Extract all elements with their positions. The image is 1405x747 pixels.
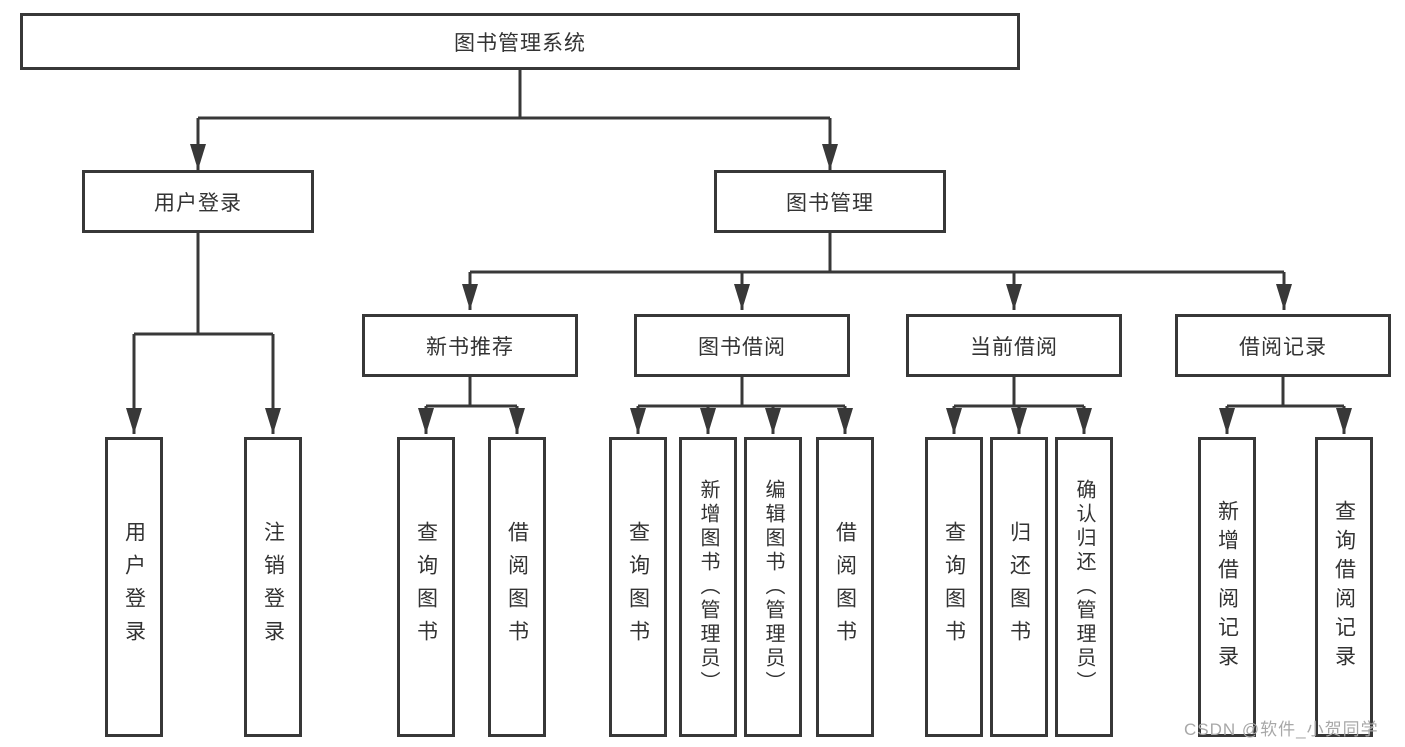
leaf-add-borrow-record: 新增借阅记录 [1198,437,1256,737]
connector-book-borrow-children [630,377,853,434]
leaf-return-book: 归还图书 [990,437,1048,737]
node-root: 图书管理系统 [20,13,1020,70]
leaf-query-book-borrow: 查询图书 [609,437,667,737]
leaf-query-book-recommend: 查询图书 [397,437,455,737]
leaf-user-login: 用户登录 [105,437,163,737]
leaf-add-book-admin: 新增图书（管理员） [679,437,737,737]
node-new-book-recommend: 新书推荐 [362,314,578,377]
leaf-borrow-book-recommend: 借阅图书 [488,437,546,737]
connector-user-login-children [126,233,281,434]
leaf-borrow-book: 借阅图书 [816,437,874,737]
connector-book-management-children [462,233,1292,310]
node-user-login: 用户登录 [82,170,314,233]
connector-root-to-level2 [190,70,838,170]
node-book-borrow: 图书借阅 [634,314,850,377]
node-borrow-record: 借阅记录 [1175,314,1391,377]
leaf-query-borrow-record: 查询借阅记录 [1315,437,1373,737]
leaf-confirm-return-admin: 确认归还（管理员） [1055,437,1113,737]
connector-borrow-record-children [1219,377,1352,434]
node-book-management: 图书管理 [714,170,946,233]
node-current-borrow: 当前借阅 [906,314,1122,377]
connector-current-borrow-children [946,377,1092,434]
leaf-query-book-current: 查询图书 [925,437,983,737]
leaf-logout-login: 注销登录 [244,437,302,737]
leaf-edit-book-admin: 编辑图书（管理员） [744,437,802,737]
csdn-watermark: CSDN @软件_小贺同学 [1184,720,1379,739]
connector-new-book-recommend-children [418,377,525,434]
